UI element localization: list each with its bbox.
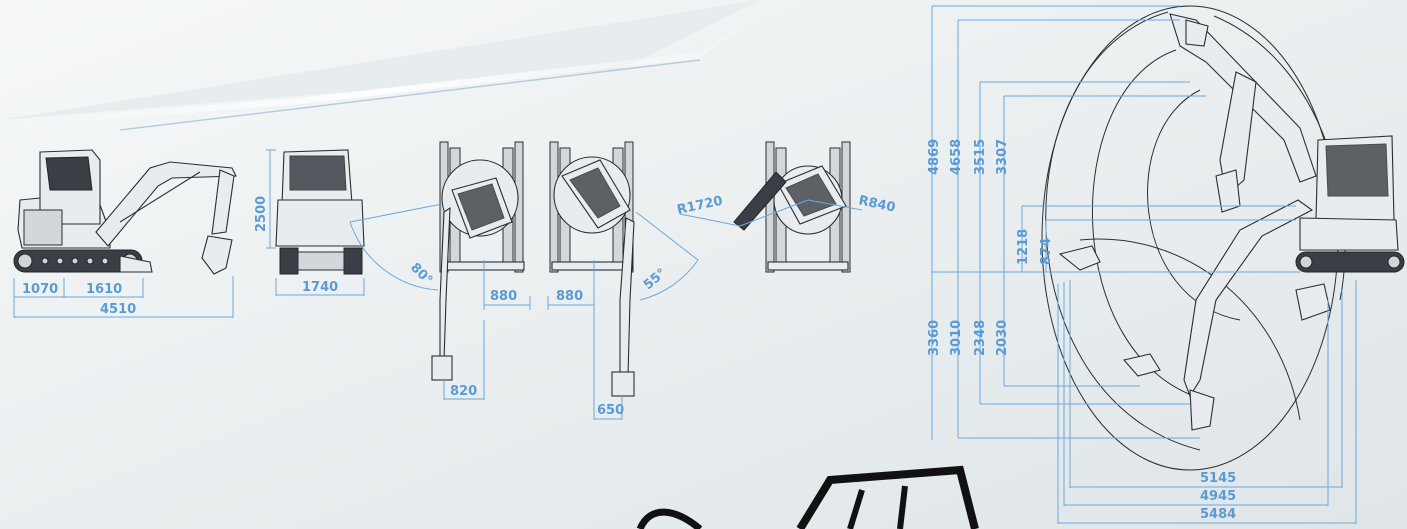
dim-swing-right-bucket: 650 xyxy=(597,403,624,418)
side-view-excavator xyxy=(13,149,237,275)
dim-v-1218: 1218 xyxy=(1016,229,1031,265)
tail-swing-view xyxy=(733,141,851,273)
dim-v-3307: 3307 xyxy=(995,139,1010,175)
dim-v-4658: 4658 xyxy=(949,139,964,175)
dim-swing-left-bucket: 820 xyxy=(450,384,477,399)
dim-v-2348: 2348 xyxy=(973,320,988,356)
front-view-excavator xyxy=(275,149,365,275)
swing-right-view xyxy=(549,141,635,397)
dim-h-5484: 5484 xyxy=(1200,507,1236,522)
dim-v-2030: 2030 xyxy=(995,320,1010,356)
dim-v-4869: 4869 xyxy=(927,139,942,175)
dim-v-3010: 3010 xyxy=(949,320,964,356)
dim-track-front: 1070 xyxy=(22,282,58,297)
dim-h-5145: 5145 xyxy=(1200,471,1236,486)
dim-v-874: 874 xyxy=(1039,238,1054,265)
swing-left-view xyxy=(431,141,525,381)
dim-h-4945: 4945 xyxy=(1200,489,1236,504)
dim-overall-length: 4510 xyxy=(100,302,136,317)
dim-swing-right-offset: 880 xyxy=(556,289,583,304)
dim-v-3515: 3515 xyxy=(973,139,988,175)
partial-machine-silhouette xyxy=(636,465,979,529)
dim-v-3360: 3360 xyxy=(927,320,942,356)
dim-swing-left-offset: 880 xyxy=(490,289,517,304)
dim-height: 2500 xyxy=(254,196,269,232)
dim-track-rear: 1610 xyxy=(86,282,122,297)
dim-width: 1740 xyxy=(302,280,338,295)
working-range-diagram xyxy=(1041,5,1405,471)
